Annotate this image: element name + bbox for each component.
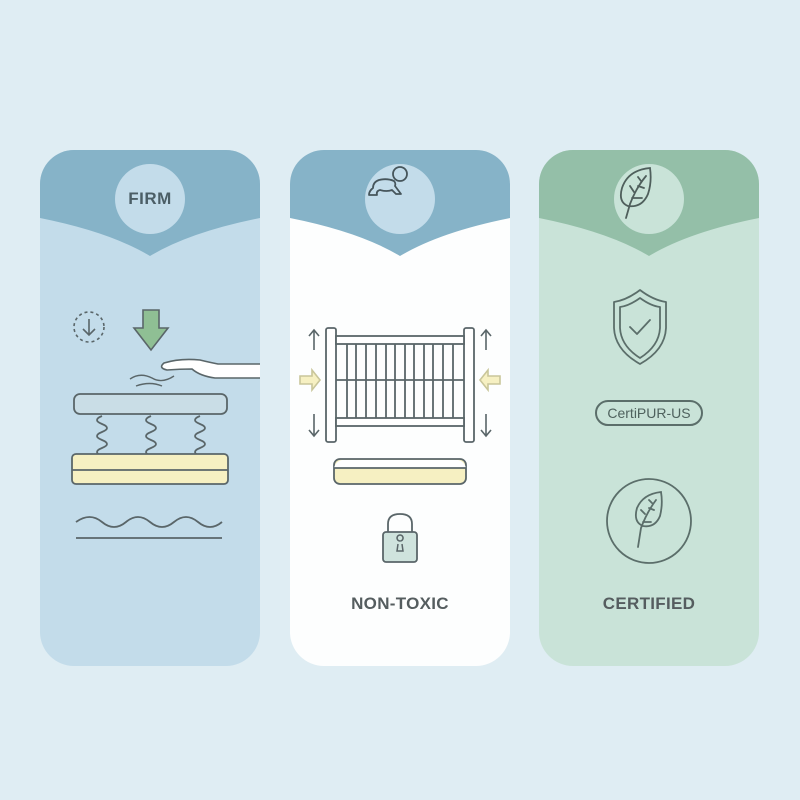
adjust-arrows-icon [299,328,501,438]
firmness-badge: FIRM [115,164,185,234]
leaf-circle-icon [606,478,692,564]
leaf-badge [614,164,684,234]
mattress-spring-icon [71,393,229,485]
green-down-arrow-icon [132,309,170,352]
certified-card: CertiPUR-US CERTIFIED [539,150,759,666]
certipur-us-badge: CertiPUR-US [595,400,703,426]
crib-icon [325,327,475,443]
badge-label: FIRM [128,189,172,208]
non-toxic-label: NON-TOXIC [351,594,449,613]
mattress-icon [333,458,467,485]
certified-label: CERTIFIED [602,594,696,613]
wave-line-icon [75,516,223,539]
padlock-icon [382,513,418,563]
crawling-baby-icon [368,166,408,196]
non-toxic-card: NON-TOXIC [290,150,510,666]
hand-icon [129,358,260,387]
baby-badge [365,164,435,234]
shield-check-icon [613,289,667,365]
dashed-circle-down-arrow-icon [73,311,105,343]
firm-card: FIRM [40,150,260,666]
leaf-icon [619,167,652,219]
